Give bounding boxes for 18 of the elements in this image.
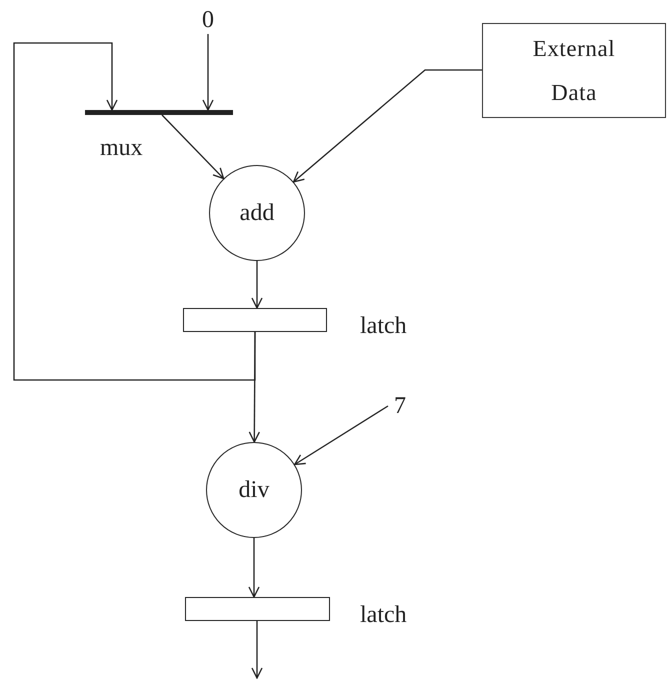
latch-box [183, 308, 327, 332]
latch-box [185, 597, 330, 621]
arrow [294, 405, 388, 466]
arrow [292, 69, 482, 183]
mux-label: mux [100, 136, 143, 160]
arrow [162, 114, 224, 180]
external-data-box: External Data [482, 23, 666, 118]
arrow [251, 261, 263, 309]
latch-label: latch [360, 314, 407, 338]
mux-bar [85, 110, 233, 115]
arrow [202, 34, 214, 111]
arrow [13, 42, 256, 381]
input-label: 0 [196, 6, 220, 34]
arrow [251, 621, 263, 679]
arrow [248, 538, 260, 598]
input-label: 7 [388, 392, 412, 420]
latch-label: latch [360, 603, 407, 627]
arrow [248, 332, 260, 443]
